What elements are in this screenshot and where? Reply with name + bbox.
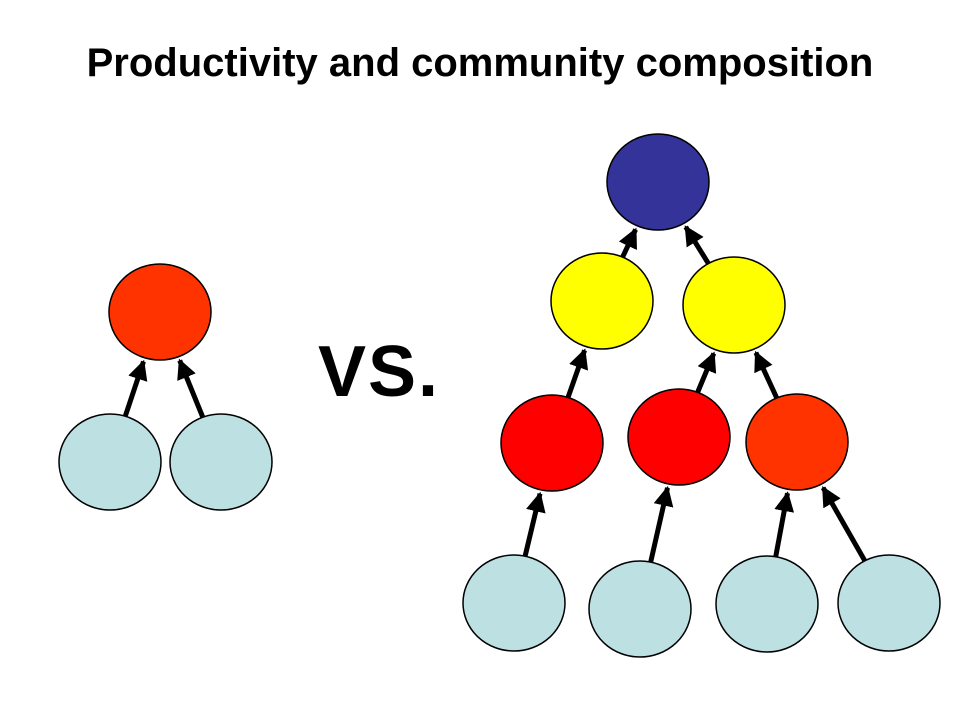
node-c-basal-3 <box>715 555 819 653</box>
node-c-low-2 <box>627 388 731 486</box>
nodes-layer <box>58 133 941 658</box>
arrow-c-basal-3-to-c-low-3 <box>772 491 795 562</box>
node-c-basal-1 <box>462 554 566 652</box>
arrow-s-basal-1-to-s-top <box>121 359 148 421</box>
node-s-basal-1 <box>58 413 162 511</box>
arrow-c-mid-2-to-c-top <box>683 225 713 269</box>
arrow-s-basal-2-to-s-top <box>177 358 207 422</box>
node-c-low-3 <box>745 393 849 491</box>
links-layer <box>121 225 869 567</box>
arrow-c-mid-1-to-c-top <box>618 227 638 262</box>
node-c-basal-4 <box>837 554 941 652</box>
node-c-low-1 <box>500 394 604 492</box>
node-s-top <box>108 263 212 361</box>
node-c-top <box>606 133 710 231</box>
node-c-mid-2 <box>682 256 786 354</box>
arrow-c-basal-2-to-c-low-2 <box>647 485 674 567</box>
arrow-c-basal-4-to-c-low-3 <box>820 485 869 566</box>
arrow-c-low-1-to-c-mid-1 <box>564 348 589 403</box>
slide-title: Productivity and community composition <box>86 41 874 85</box>
node-c-basal-2 <box>588 560 692 658</box>
arrow-c-low-3-to-c-mid-2 <box>753 350 781 403</box>
arrow-c-basal-1-to-c-low-1 <box>521 491 546 561</box>
node-s-basal-2 <box>169 413 273 511</box>
vs-label: VS. <box>318 332 441 412</box>
arrow-c-low-2-to-c-mid-2 <box>693 351 717 397</box>
node-c-mid-1 <box>550 252 654 350</box>
